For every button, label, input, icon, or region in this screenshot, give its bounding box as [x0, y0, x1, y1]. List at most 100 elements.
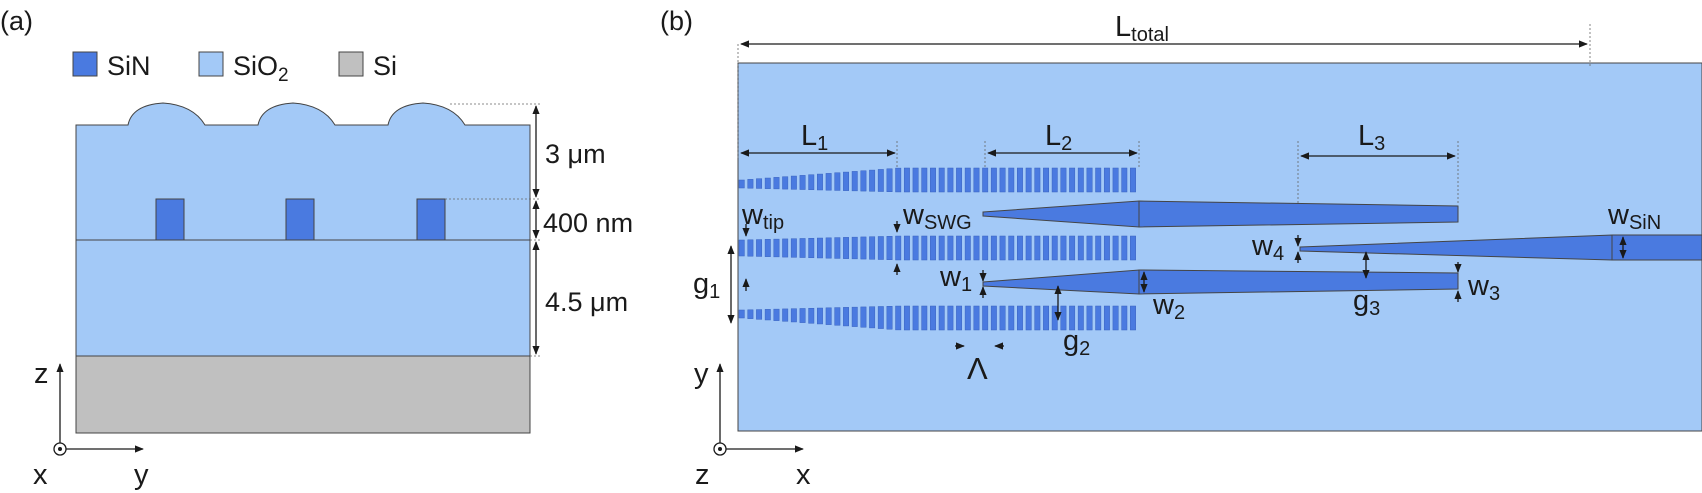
sin-taper-upper-2 — [1138, 200, 1459, 228]
swg-segment — [1017, 305, 1023, 331]
swg-segment — [738, 309, 745, 319]
swg-segment — [990, 235, 997, 261]
legend-label-sin: SiN — [107, 51, 151, 81]
swg-segment — [877, 236, 884, 260]
swg-segment — [1043, 305, 1049, 331]
swg-segment — [964, 235, 971, 261]
swg-segment — [869, 236, 876, 260]
swg-segment — [1051, 167, 1058, 193]
swg-segment — [921, 167, 928, 193]
swg-segment — [782, 176, 789, 190]
legend-swatch-si — [338, 51, 364, 77]
swg-segment — [912, 235, 919, 261]
swg-segment — [964, 167, 971, 193]
sin-core-2 — [285, 198, 315, 241]
swg-segment — [1130, 167, 1136, 193]
box-thickness-label: 4.5 μm — [545, 287, 628, 317]
swg-segment — [773, 238, 780, 258]
swg-segment — [1095, 235, 1102, 261]
swg-segment — [999, 167, 1006, 193]
swg-segment — [869, 306, 876, 329]
w-swg-label: wSWG — [902, 199, 972, 234]
swg-segment — [825, 237, 832, 259]
legend-label-sio2: SiO2 — [233, 51, 289, 86]
swg-segment — [764, 309, 771, 321]
panel-a: (a) SiN SiO2 Si 3 μm 400 nm — [0, 6, 633, 491]
swg-segment — [851, 236, 858, 260]
swg-segment — [756, 239, 763, 257]
swg-segment — [999, 235, 1006, 261]
swg-segment — [921, 305, 928, 331]
legend-swatch-sio2 — [198, 51, 224, 77]
swg-segment — [982, 235, 989, 261]
swg-segment — [764, 177, 771, 189]
swg-segment — [1025, 167, 1032, 193]
swg-segment — [756, 178, 763, 189]
swg-segment — [956, 167, 963, 193]
x-axis-label-b: x — [796, 459, 811, 491]
g3-label: g3 — [1353, 285, 1380, 320]
swg-segment — [1043, 235, 1049, 261]
swg-segment — [808, 174, 815, 191]
swg-segment — [930, 235, 936, 261]
swg-segment — [1121, 235, 1128, 261]
swg-segment — [747, 309, 754, 319]
panel-a-label: (a) — [0, 6, 33, 36]
swg-segment — [808, 237, 815, 259]
swg-segment — [1112, 305, 1119, 331]
cladding-thickness-label: 3 μm — [545, 139, 606, 169]
panel-b: (b) — [660, 6, 1702, 491]
swg-segment — [834, 307, 841, 326]
g1-label: g1 — [693, 268, 720, 303]
swg-segment — [1103, 305, 1110, 331]
swg-segment — [930, 167, 936, 193]
w4-label: w4 — [1251, 230, 1284, 265]
swg-segment — [930, 305, 936, 331]
swg-segment — [1086, 167, 1093, 193]
swg-segment — [1060, 235, 1067, 261]
swg-segment — [964, 305, 971, 331]
swg-segment — [1130, 305, 1136, 331]
swg-segment — [860, 236, 867, 260]
swg-segment — [990, 167, 997, 193]
legend-swatch-sin — [72, 51, 98, 77]
swg-segment — [1069, 305, 1076, 331]
z-axis-label-b: z — [695, 459, 710, 491]
swg-segment — [956, 305, 963, 331]
x-axis-label: x — [33, 459, 48, 491]
l2-label: L2 — [1045, 120, 1072, 155]
axes-b: y x z — [694, 358, 811, 491]
swg-segment — [947, 305, 954, 331]
swg-segment — [1103, 167, 1110, 193]
swg-row-lower — [738, 305, 1136, 331]
swg-segment — [912, 167, 919, 193]
swg-segment — [747, 239, 754, 257]
y-axis-label-b: y — [694, 358, 709, 390]
swg-segment — [782, 308, 789, 322]
swg-segment — [1130, 235, 1136, 261]
core-thickness-label: 400 nm — [543, 208, 633, 238]
swg-segment — [903, 305, 910, 331]
sin-output-waveguide — [1611, 234, 1702, 261]
swg-segment — [1077, 167, 1084, 193]
swg-gratings — [738, 167, 1136, 331]
l3-label: L3 — [1358, 120, 1385, 155]
swg-segment — [956, 235, 963, 261]
swg-segment — [869, 169, 876, 192]
swg-segment — [1025, 235, 1032, 261]
swg-segment — [886, 168, 893, 192]
swg-segment — [1112, 167, 1119, 193]
swg-segment — [825, 307, 832, 325]
axes-a: z y x — [33, 358, 149, 491]
swg-segment — [1121, 167, 1128, 193]
swg-segment — [834, 237, 841, 259]
swg-segment — [834, 172, 841, 191]
swg-segment — [877, 306, 884, 329]
swg-segment — [1008, 235, 1015, 261]
swg-row-upper — [738, 167, 1136, 193]
swg-segment — [764, 239, 771, 257]
swg-segment — [1051, 235, 1058, 261]
l1-label: L1 — [801, 120, 828, 155]
swg-segment — [886, 306, 893, 330]
swg-segment — [903, 235, 910, 261]
